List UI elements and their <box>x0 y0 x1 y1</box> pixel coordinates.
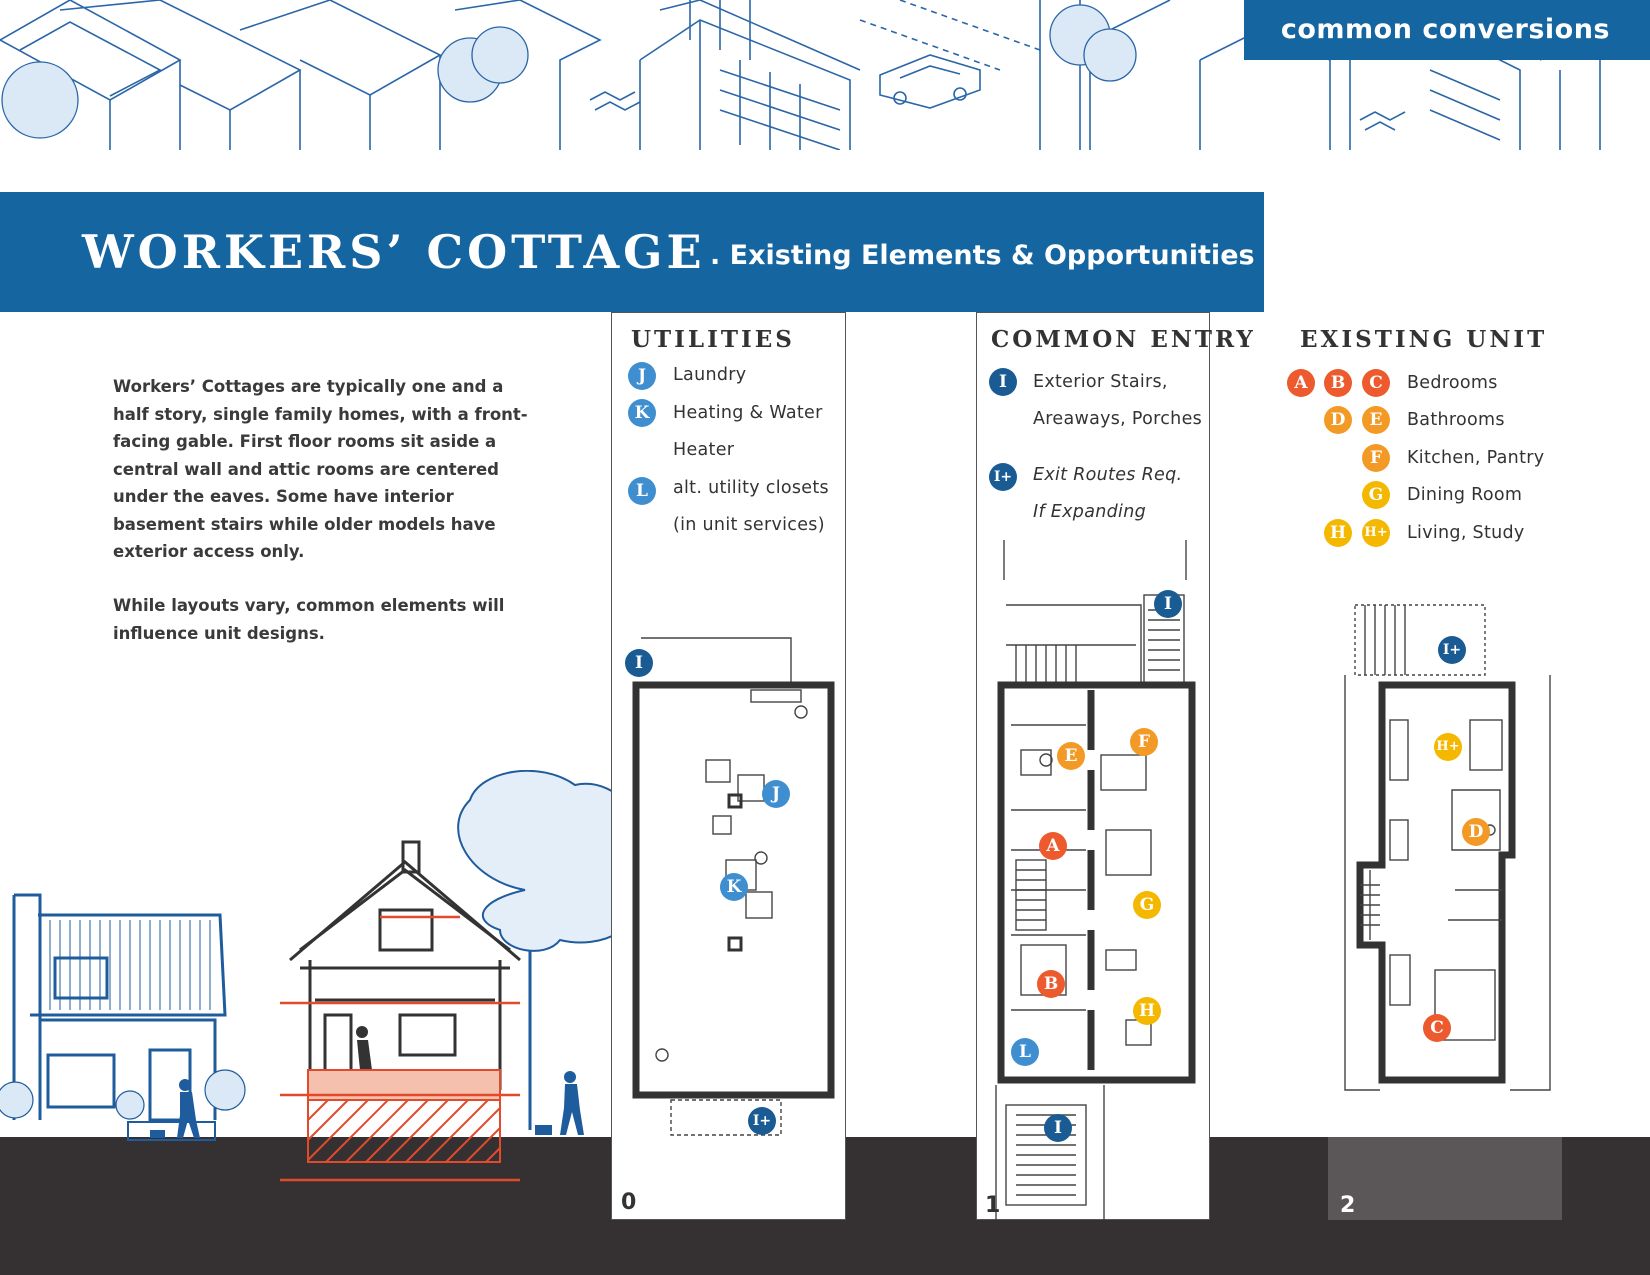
badge-f: F <box>1362 444 1390 472</box>
house-section-illustration <box>0 769 660 1200</box>
legend-living: Living, Study <box>1407 523 1525 543</box>
floor-number-2: 2 <box>1340 1193 1356 1218</box>
badge-a: A <box>1287 369 1315 397</box>
plan-badge-i: I <box>625 649 653 677</box>
section-tab[interactable]: common conversions <box>1244 0 1650 60</box>
badge-c: C <box>1362 369 1390 397</box>
plan1-badge-l: L <box>1011 1038 1039 1066</box>
plan-badge-i-plus: I+ <box>748 1107 776 1135</box>
plan1-badge-g: G <box>1133 891 1161 919</box>
badge-h: H <box>1324 519 1352 547</box>
badge-e: E <box>1362 406 1390 434</box>
badge-i-plus: I+ <box>989 463 1017 491</box>
badge-b: B <box>1324 369 1352 397</box>
plan2-badge-i-plus: I+ <box>1438 636 1466 664</box>
legend-bedrooms: Bedrooms <box>1407 373 1498 393</box>
floor-1-plan <box>976 540 1210 1220</box>
page-title: WORKERS’ COTTAGE <box>82 225 706 279</box>
badge-j: J <box>628 362 656 390</box>
plan1-badge-b: B <box>1037 970 1065 998</box>
badge-k: K <box>628 399 656 427</box>
utilities-heading: UTILITIES <box>631 326 795 353</box>
badge-d: D <box>1324 406 1352 434</box>
plan1-badge-a: A <box>1039 832 1067 860</box>
legend-dining: Dining Room <box>1407 485 1523 505</box>
plan-badge-j: J <box>762 780 790 808</box>
legend-bathrooms: Bathrooms <box>1407 410 1505 430</box>
badge-i: I <box>989 368 1017 396</box>
plan2-badge-h-plus: H+ <box>1434 733 1462 761</box>
legend-kitchen: Kitchen, Pantry <box>1407 448 1545 468</box>
plan1-badge-i-top: I <box>1154 590 1182 618</box>
plan2-badge-d: D <box>1462 818 1490 846</box>
existing-unit-heading: EXISTING UNIT <box>1300 326 1548 353</box>
legend-exterior-stairs-line2: Areaways, Porches <box>1033 409 1203 429</box>
plan1-badge-e: E <box>1057 742 1085 770</box>
floor-2-plinth <box>1328 1137 1562 1220</box>
legend-exit-routes-line2: If Expanding <box>1033 502 1146 522</box>
plan1-badge-h: H <box>1133 997 1161 1025</box>
common-entry-heading: COMMON ENTRY <box>991 326 1256 353</box>
floor-2-plan <box>1330 600 1564 1100</box>
title-banner: WORKERS’ COTTAGE . Existing Elements & O… <box>0 192 1264 312</box>
badge-g: G <box>1362 481 1390 509</box>
legend-exit-routes: Exit Routes Req. <box>1033 465 1183 485</box>
legend-exterior-stairs: Exterior Stairs, <box>1033 372 1168 392</box>
badge-l: L <box>628 477 656 505</box>
intro-paragraph: Workers’ Cottages are typically one and … <box>113 377 528 561</box>
floor-number-0: 0 <box>621 1190 637 1215</box>
floor-number-1: 1 <box>985 1193 1001 1218</box>
page-subtitle: . Existing Elements & Opportunities <box>710 240 1255 271</box>
plan1-badge-i-bottom: I <box>1044 1114 1072 1142</box>
plan2-badge-c: C <box>1423 1014 1451 1042</box>
legend-utility-closets-line2: (in unit services) <box>673 515 825 535</box>
legend-utility-closets: alt. utility closets <box>673 478 829 498</box>
badge-h-plus: H+ <box>1362 519 1390 547</box>
legend-heating: Heating & Water <box>673 403 823 423</box>
legend-laundry: Laundry <box>673 365 747 385</box>
floor-0-panel <box>611 312 846 1220</box>
plan-badge-k: K <box>720 873 748 901</box>
intro-note: While layouts vary, common elements will… <box>113 596 505 643</box>
plan1-badge-f: F <box>1130 728 1158 756</box>
legend-heating-line2: Heater <box>673 440 735 460</box>
